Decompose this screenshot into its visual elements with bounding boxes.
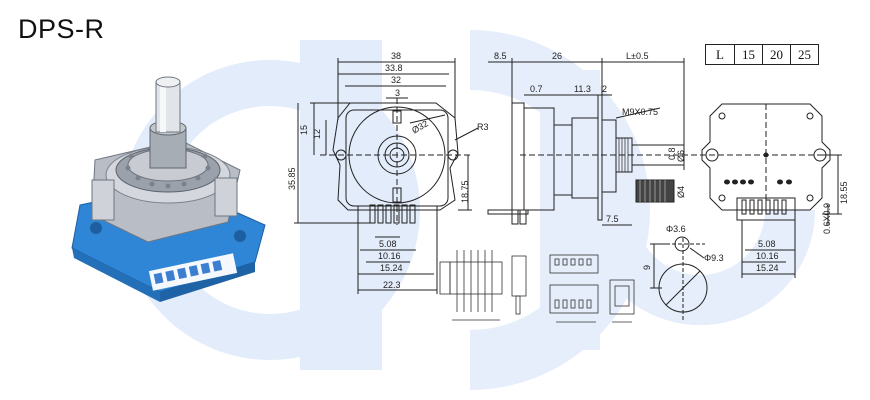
dim-3: 3 — [395, 88, 400, 98]
dim-0-8: 0.8 — [667, 147, 677, 160]
dim-thread: M9X0.75 — [622, 107, 658, 117]
panel-cutout — [650, 236, 708, 320]
dim-rear-15-24: 15.24 — [756, 263, 779, 273]
dim-5-08: 5.08 — [379, 239, 397, 249]
dim-2: 2 — [602, 84, 607, 94]
dim-r3: R3 — [477, 122, 489, 132]
side-view — [487, 58, 700, 226]
front-view-labels: 38 33.8 32 3 15 12 Ø32 R3 35.85 18.75 5.… — [287, 51, 489, 290]
product-photo — [71, 76, 266, 302]
dim-11-3: 11.3 — [574, 84, 591, 94]
panel-cutout-labels: Φ3.6 Φ9.3 9 — [642, 224, 724, 270]
length-table-value: 15 — [734, 44, 763, 65]
length-table: L 15 20 25 — [705, 44, 819, 65]
front-view — [294, 58, 479, 294]
dim-rear-10-16: 10.16 — [756, 251, 779, 261]
detail-drawings — [439, 250, 635, 323]
dim-18-55: 18.55 — [839, 181, 849, 204]
length-table-value: 25 — [790, 44, 819, 65]
dim-12: 12 — [312, 129, 322, 139]
page-title: DPS-R — [18, 14, 105, 44]
dim-rear-5-08: 5.08 — [758, 239, 776, 249]
dim-0-6: 0.6X0.9 — [822, 203, 832, 234]
dim-15: 15 — [299, 125, 309, 135]
dim-dia-32: Ø32 — [410, 118, 430, 135]
dim-10-16: 10.16 — [378, 251, 401, 261]
dim-dia-6: Ø6 — [676, 150, 686, 162]
length-table-value: 20 — [762, 44, 791, 65]
rear-view-labels: 18.55 0.6X0.9 5.08 10.16 15.24 — [756, 181, 849, 273]
dim-0-7: 0.7 — [530, 84, 543, 94]
dim-9: 9 — [642, 265, 652, 270]
dim-7-5: 7.5 — [606, 214, 619, 224]
dim-18-75: 18.75 — [460, 180, 470, 203]
dim-38: 38 — [391, 51, 401, 61]
dim-35-85: 35.85 — [287, 167, 297, 190]
dim-32: 32 — [391, 75, 401, 85]
dim-hole-small: Φ3.6 — [666, 224, 686, 234]
rear-view — [700, 103, 842, 278]
dim-22-3: 22.3 — [383, 280, 401, 290]
dim-dia-4: Ø4 — [676, 186, 686, 198]
dim-33-8: 33.8 — [385, 63, 403, 73]
dim-L: L±0.5 — [626, 51, 648, 61]
length-table-header: L — [705, 44, 735, 65]
dim-hole-large: Φ9.3 — [704, 253, 724, 263]
dim-15-24: 15.24 — [380, 263, 403, 273]
side-view-labels: 8.5 26 L±0.5 0.7 11.3 2 M9X0.75 0.8 Ø6 Ø… — [494, 51, 686, 224]
dim-26: 26 — [552, 51, 562, 61]
dim-8-5: 8.5 — [494, 51, 507, 61]
